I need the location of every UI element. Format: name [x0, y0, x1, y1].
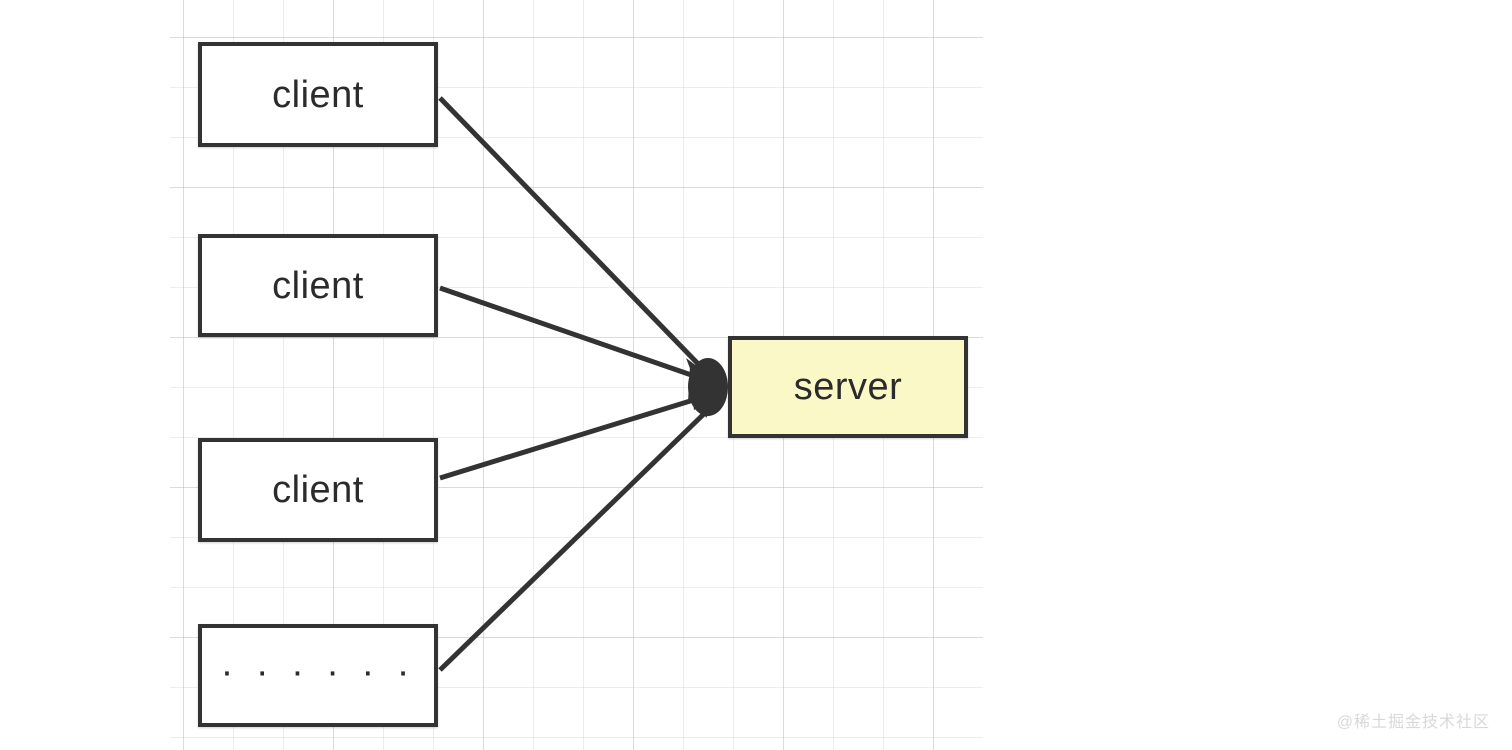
- node-label: · · · · · ·: [220, 650, 416, 693]
- watermark: @稀土掘金技术社区: [1336, 714, 1490, 731]
- node-label: client: [272, 73, 364, 116]
- node-label: client: [272, 264, 364, 307]
- node-server[interactable]: server: [728, 336, 968, 438]
- node-client-ellipsis[interactable]: · · · · · ·: [198, 624, 438, 727]
- node-label: server: [793, 366, 903, 408]
- node-client-3[interactable]: client: [198, 438, 438, 542]
- node-label: client: [272, 469, 364, 511]
- node-client-1[interactable]: client: [198, 42, 438, 147]
- node-client-2[interactable]: client: [198, 234, 438, 337]
